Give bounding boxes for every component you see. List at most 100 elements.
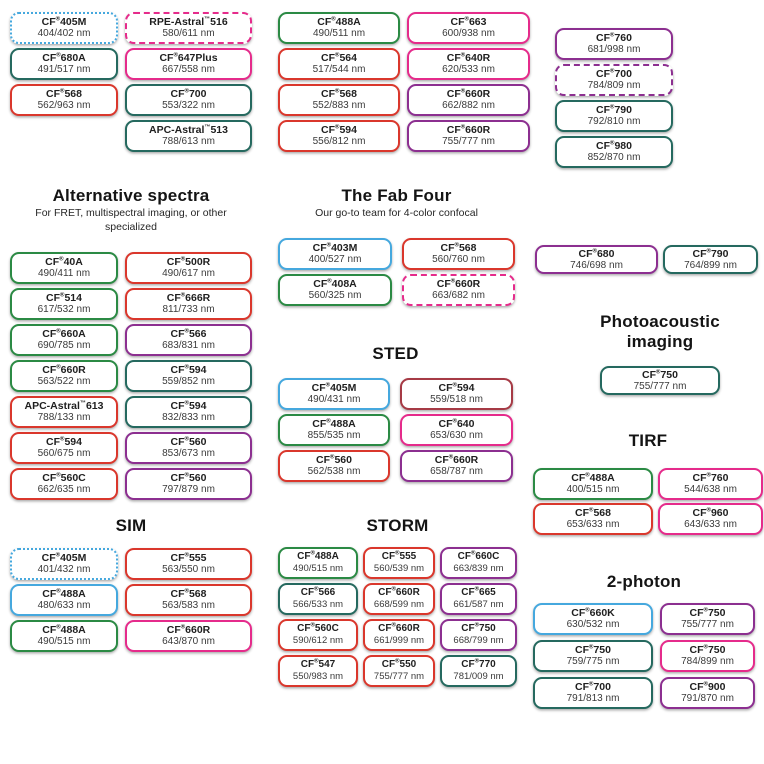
dye-value: 662/635 nm xyxy=(37,484,91,495)
dye-value: 559/518 nm xyxy=(430,394,483,405)
dye-value: 764/899 nm xyxy=(684,259,737,271)
dye-value: 550/983 nm xyxy=(292,671,344,682)
dye-name: CF®405M xyxy=(41,16,87,28)
dye-value: 662/882 nm xyxy=(442,100,495,111)
dye-value: 517/544 nm xyxy=(312,64,366,75)
dye-value: 791/813 nm xyxy=(566,693,620,704)
dye-value: 797/879 nm xyxy=(162,484,215,495)
dye-value: 490/515 nm xyxy=(37,636,91,647)
dye-name: CF®500R xyxy=(166,256,211,268)
dye-name: CF®680A xyxy=(42,52,86,64)
dye-value: 653/633 nm xyxy=(566,519,620,530)
dye-name: CF®488A xyxy=(317,16,361,28)
dye-name: CF®960 xyxy=(692,507,729,519)
dye-name: CF®405M xyxy=(41,552,87,564)
dye-name: CF®900 xyxy=(689,681,726,693)
dye-value: 661/999 nm xyxy=(373,635,425,646)
dye-value: 755/777 nm xyxy=(373,671,425,682)
dye-value: 668/599 nm xyxy=(373,599,425,610)
dye-name: CF®660R xyxy=(446,88,491,100)
dye-value: 755/777 nm xyxy=(681,619,734,630)
dye-value: 490/617 nm xyxy=(162,268,215,279)
dye-name: CF®750 xyxy=(689,607,726,619)
dye-name: CF®560C xyxy=(42,472,86,484)
dye-name: CF®680 xyxy=(578,247,615,260)
section-title: Photoacoustic imaging xyxy=(600,312,720,351)
dye-name: RPE-Astral™516 xyxy=(149,16,228,28)
dye-name: CF®564 xyxy=(321,52,357,64)
dye-name: CF®594 xyxy=(321,124,357,136)
dye-name: CF®488A xyxy=(297,550,339,562)
dye-name: CF®660R xyxy=(434,454,479,466)
dye-name: CF®488A xyxy=(312,418,356,430)
dye-value: 563/583 nm xyxy=(162,600,215,611)
dye-value: 620/533 nm xyxy=(442,64,495,75)
dye-name: CF®660K xyxy=(571,607,615,619)
dye-name: CF®660A xyxy=(42,328,86,340)
dye-value: 668/799 nm xyxy=(453,635,504,646)
dye-name: APC-Astral™513 xyxy=(149,124,228,136)
dye-value: 755/777 nm xyxy=(442,136,495,147)
dye-value: 590/612 nm xyxy=(292,635,344,646)
dye-name: CF®568 xyxy=(575,507,611,519)
dye-name: CF®660R xyxy=(42,364,86,376)
dye-value: 643/633 nm xyxy=(684,519,737,530)
dye-name: CF®770 xyxy=(461,658,496,670)
dye-value: 562/538 nm xyxy=(307,466,361,477)
dye-name: CF®700 xyxy=(575,681,611,693)
dye-name: CF®750 xyxy=(642,368,678,381)
dye-name: CF®555 xyxy=(170,552,207,564)
section-fab-four: The Fab Four Our go-to team for 4-color … xyxy=(278,186,515,310)
dye-name: CF®700 xyxy=(170,88,207,100)
dye-value: 784/809 nm xyxy=(587,80,641,91)
dye-value: 759/775 nm xyxy=(566,656,620,667)
dye-value: 667/558 nm xyxy=(162,64,215,75)
dye-name: APC-Astral™613 xyxy=(24,400,104,412)
dye-value: 683/831 nm xyxy=(162,340,215,351)
dye-name: CF®568 xyxy=(46,88,82,100)
dye-name: CF®666R xyxy=(166,292,211,304)
dye-name: CF®555 xyxy=(381,550,417,562)
